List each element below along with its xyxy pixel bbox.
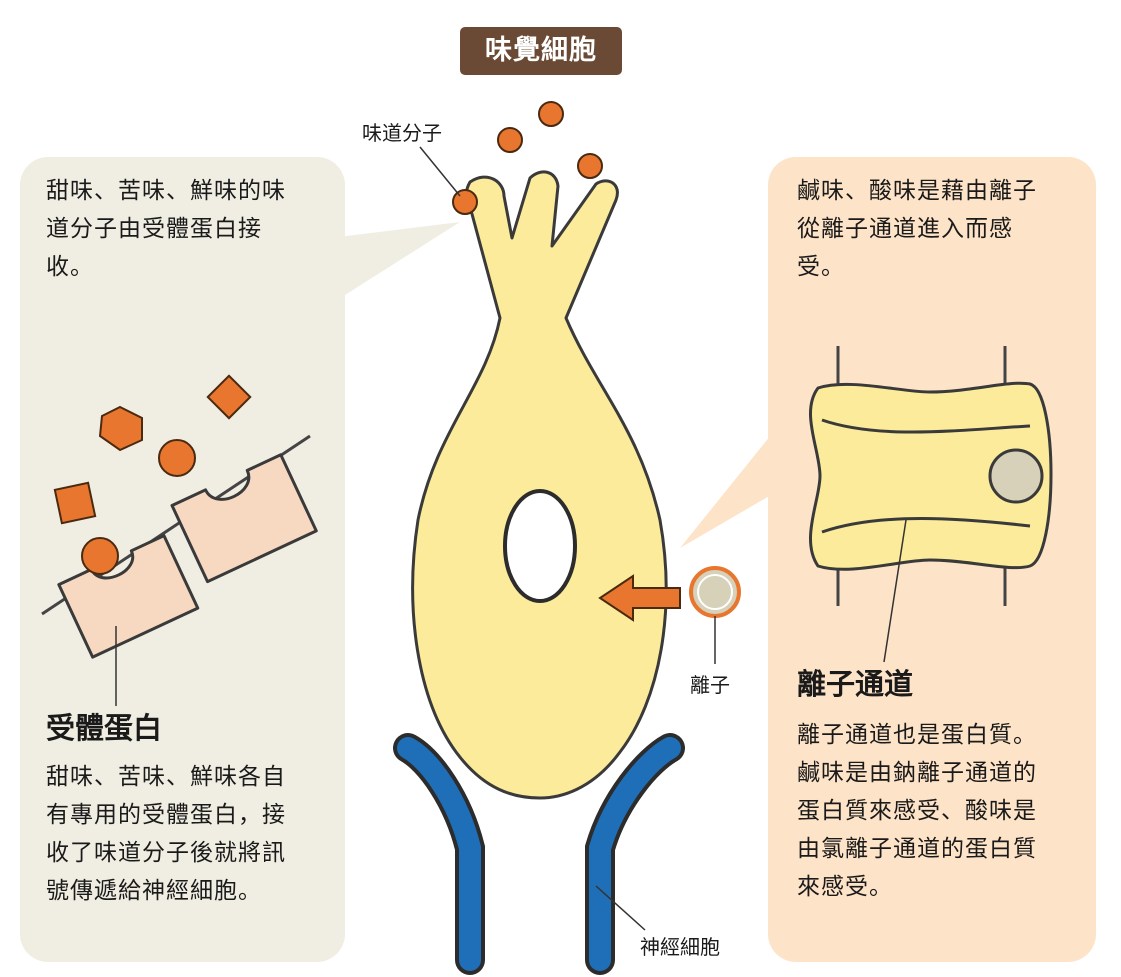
ion-channel-heading: 離子通道 <box>797 667 914 701</box>
taste-cell-body <box>411 170 668 800</box>
right-intro-text: 鹹味、酸味是藉由離子 從離子通道進入而感 受。 <box>797 178 1037 280</box>
ion-channel-description: 離子通道也是蛋白質。 鹹味是由鈉離子通道的 蛋白質來感受、酸味是 由氯離子通道的… <box>797 722 1037 900</box>
nerve-cell-leader <box>595 885 646 931</box>
nerve-cell <box>393 733 685 975</box>
taste-molecule-leader <box>419 146 461 197</box>
ion-channel-illustration <box>808 346 1053 663</box>
receptor-illustration <box>41 374 318 706</box>
left-intro-text: 甜味、苦味、鮮味的味 道分子由受體蛋白接 收。 <box>46 178 286 280</box>
left-panel <box>20 157 460 962</box>
receptor-description: 甜味、苦味、鮮味各自 有專用的受體蛋白，接 收了味道分子後就將訊 號傳遞給神經細… <box>46 764 286 904</box>
nerve-cell-label: 神經細胞 <box>640 935 720 959</box>
ion-label: 離子 <box>690 673 730 697</box>
ion-arrow <box>598 574 681 622</box>
taste-molecules <box>452 101 603 215</box>
page-title: 味覺細胞 <box>460 27 622 75</box>
nucleus <box>503 489 577 603</box>
taste-molecule-label: 味道分子 <box>362 121 442 145</box>
receptor-heading: 受體蛋白 <box>46 711 163 745</box>
